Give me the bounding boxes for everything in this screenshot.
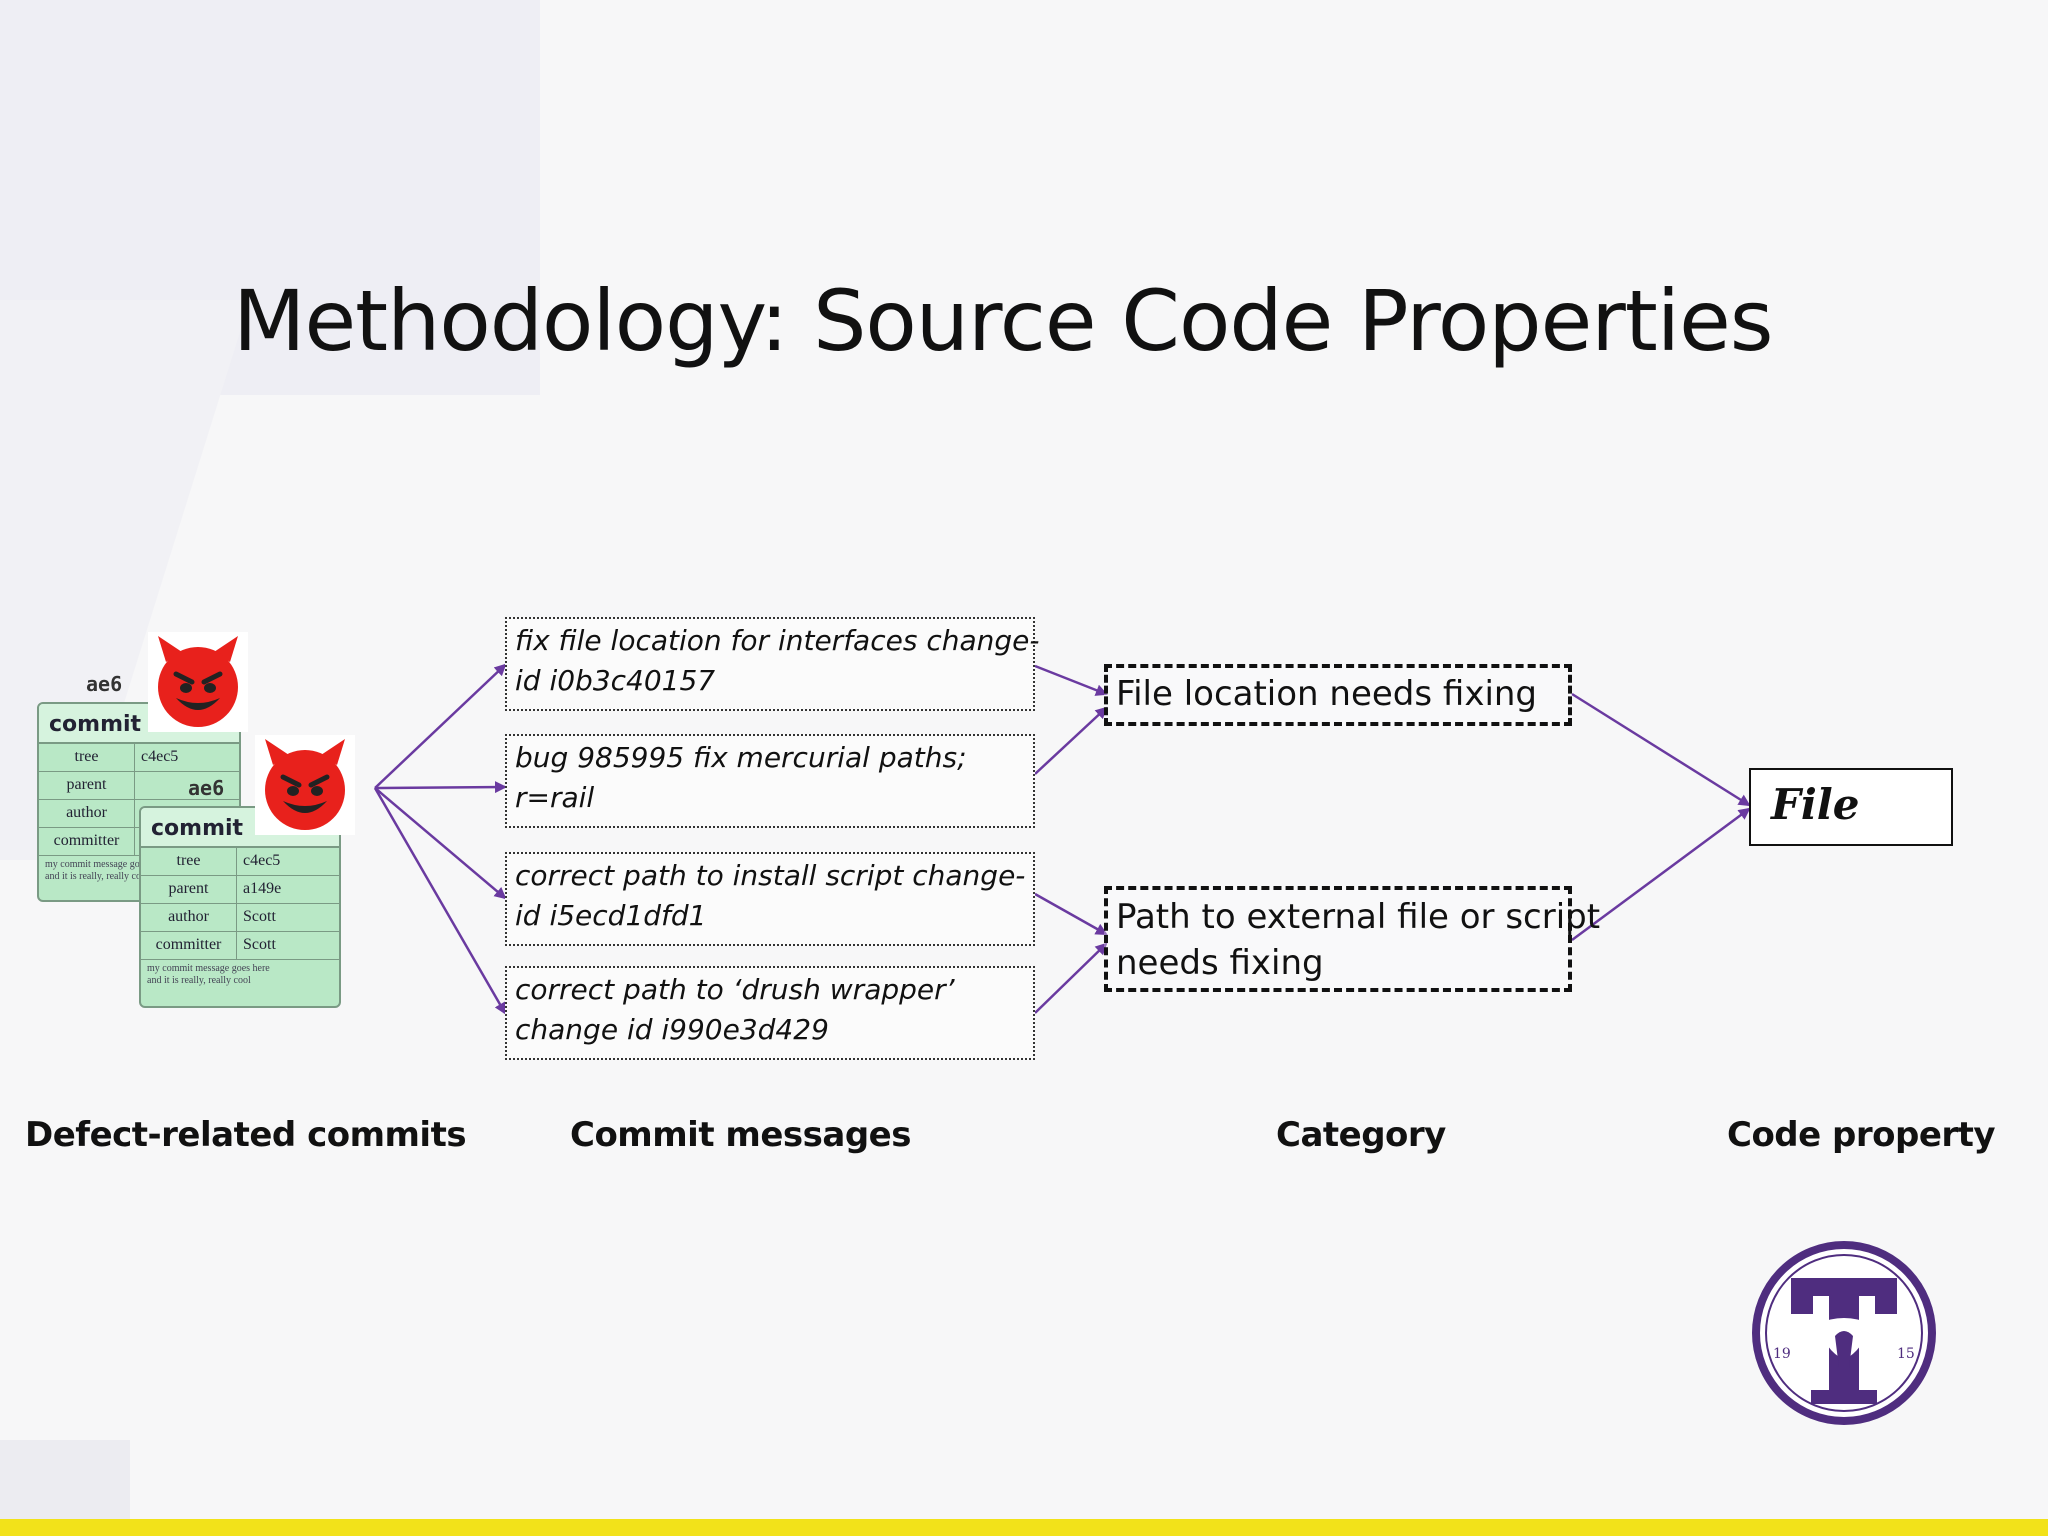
category-line: File location needs fixing <box>1116 674 1538 714</box>
commit-card-message: my commit message goes here and it is re… <box>147 963 270 986</box>
seal-year-left: 19 <box>1773 1346 1791 1362</box>
seal-year-right: 15 <box>1897 1346 1915 1362</box>
arrow-msg-4-to-cat-2 <box>1034 942 1108 1014</box>
commit-hash: ae6 <box>188 776 225 800</box>
commit-message-line: fix file location for interfaces change- <box>515 624 1040 657</box>
category-box: Path to external file or script needs fi… <box>1104 886 1601 992</box>
devil-emoji-icon <box>148 632 248 732</box>
devil-emoji-icon <box>255 735 355 835</box>
commit-message-box: correct path to ‘drush wrapper’ change i… <box>505 966 1035 1060</box>
commit-card-row: parent <box>39 772 239 800</box>
slide-title: Methodology: Source Code Properties <box>233 272 1774 370</box>
commit-card-message: my commit message goes here and it is re… <box>45 859 168 882</box>
commit-card-header: commit <box>141 808 339 848</box>
commit-message-line: correct path to install script change- <box>515 859 1026 892</box>
commit-message-line: change id i990e3d429 <box>515 1013 829 1046</box>
arrow-commits-to-msg-4 <box>373 787 507 1015</box>
column-label-messages: Commit messages <box>570 1115 911 1155</box>
column-label-property: Code property <box>1727 1115 1996 1155</box>
commit-message-line: id i5ecd1dfd1 <box>515 899 707 932</box>
commit-message-line: r=rail <box>515 781 595 814</box>
commit-message-line: bug 985995 fix mercurial paths; <box>515 741 967 774</box>
arrow-msg-1-to-cat-1 <box>1034 664 1108 696</box>
university-seal-icon: 19 15 <box>1752 1241 1936 1425</box>
accent-bar <box>0 1519 2048 1536</box>
commit-message-line: id i0b3c40157 <box>515 664 716 697</box>
commit-message-box: bug 985995 fix mercurial paths; r=rail <box>505 734 1035 828</box>
arrow-msg-2-to-cat-1 <box>1034 706 1108 775</box>
arrow-commits-to-msg-3 <box>374 787 507 900</box>
category-line: needs fixing <box>1116 943 1324 983</box>
arrow-commits-to-msg-1 <box>374 663 507 789</box>
arrow-commits-to-msg-2 <box>374 781 507 794</box>
commit-hash: ae6 <box>86 672 123 696</box>
commit-message-box: fix file location for interfaces change-… <box>505 617 1040 711</box>
commit-message-line: correct path to ‘drush wrapper’ <box>515 973 955 1006</box>
category-box: File location needs fixing <box>1104 664 1572 726</box>
background-corner <box>0 1440 130 1520</box>
arrow-msg-3-to-cat-2 <box>1034 892 1108 936</box>
column-label-commits: Defect-related commits <box>25 1115 467 1155</box>
arrow-cat-2-to-property <box>1571 807 1751 942</box>
column-label-category: Category <box>1276 1115 1446 1155</box>
commit-message-box: correct path to install script change- i… <box>505 852 1035 946</box>
category-line: Path to external file or script <box>1116 897 1601 937</box>
code-property-box: File <box>1749 768 1953 846</box>
arrow-cat-1-to-property <box>1571 692 1751 807</box>
